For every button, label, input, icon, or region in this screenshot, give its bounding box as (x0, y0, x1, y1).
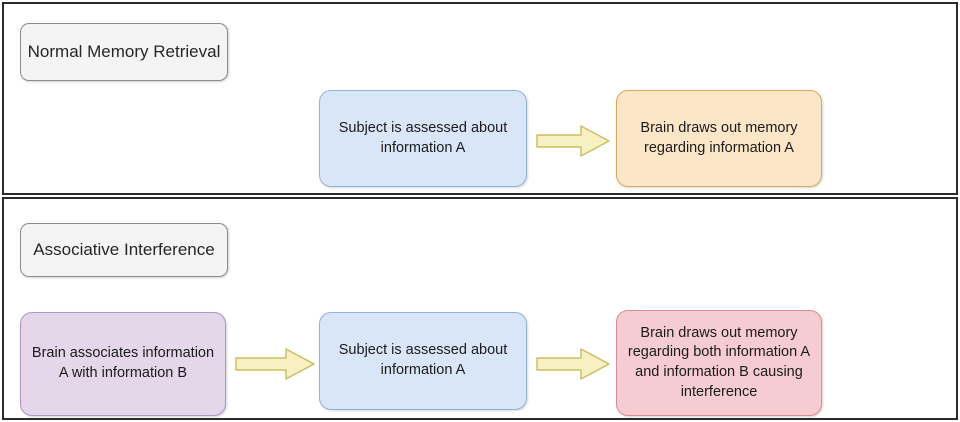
section-label-text: Normal Memory Retrieval (27, 41, 221, 61)
panel-associative-interference: Associative Interference Brain associate… (2, 197, 958, 420)
arrow-right-icon-row2-second (536, 348, 610, 380)
panel-normal-memory-retrieval: Normal Memory Retrieval Subject is asses… (2, 2, 958, 195)
section-label-normal-memory-retrieval: Normal Memory Retrieval (20, 23, 228, 81)
node-text: Subject is assessed about information A (338, 119, 508, 156)
node-brain-draws-memory-information-a: Brain draws out memory regarding informa… (616, 90, 822, 187)
section-label-text: Associative Interference (33, 239, 215, 259)
node-brain-associates-information-a-with-b: Brain associates information A with info… (20, 312, 226, 416)
arrow-right-icon-row2-first (235, 348, 315, 380)
node-subject-assessed-information-a-row1: Subject is assessed about information A (319, 90, 527, 187)
node-text: Brain associates information A with info… (31, 345, 215, 381)
section-label-associative-interference: Associative Interference (20, 223, 228, 277)
node-text: Subject is assessed about information A (338, 342, 508, 378)
node-subject-assessed-information-a-row2: Subject is assessed about information A (319, 312, 527, 410)
node-text: Brain draws out memory regarding both in… (627, 324, 811, 400)
node-brain-draws-memory-both-information-interference: Brain draws out memory regarding both in… (616, 310, 822, 416)
node-text: Brain draws out memory regarding informa… (640, 119, 798, 156)
arrow-right-icon-row1 (536, 125, 610, 157)
